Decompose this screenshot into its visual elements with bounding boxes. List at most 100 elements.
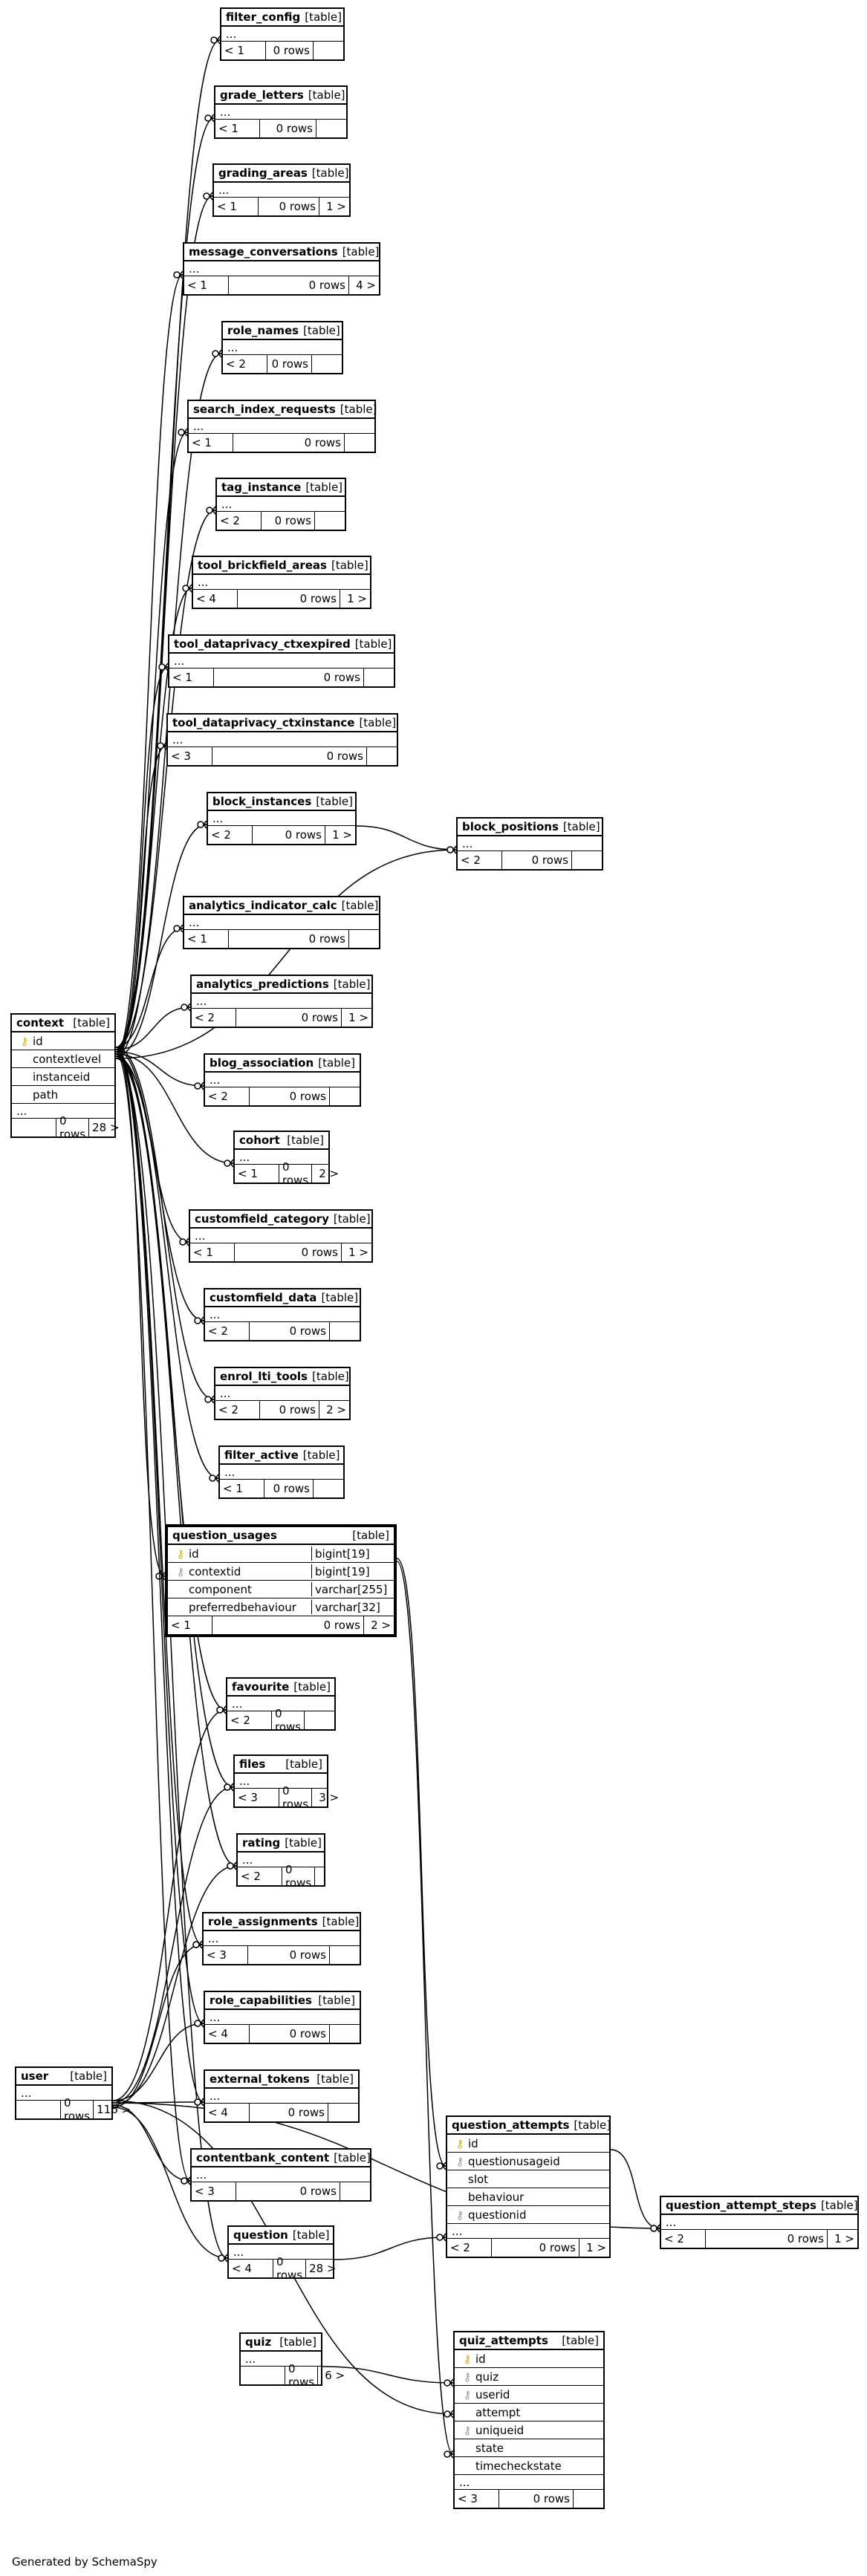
more-columns-ellipsis: ...: [238, 1853, 324, 1867]
crowfoot-many-icon: [230, 1783, 234, 1788]
more-columns-ellipsis: ...: [220, 1465, 343, 1480]
table-name: question: [233, 2228, 288, 2242]
crowfoot-many-icon: [200, 1082, 204, 1087]
table-tool-dataprivacy-ctxexpired[interactable]: tool_dataprivacy_ctxexpired[table]...< 1…: [168, 634, 395, 688]
crowfoot-many-icon: [224, 2257, 228, 2263]
parent-count: < 1: [221, 42, 266, 59]
edge-context-to-files: [115, 1056, 234, 1788]
child-count: 6 >: [325, 2369, 345, 2382]
crowfoot-optional-icon: [436, 2162, 444, 2170]
table-question-attempts[interactable]: question_attempts[table]⚷id⚷questionusag…: [446, 2115, 611, 2258]
row-count: 0 rows: [502, 851, 572, 869]
row-count: 0 rows: [212, 747, 367, 765]
table-type: [table]: [308, 88, 345, 102]
table-type: [table]: [333, 1212, 371, 1226]
crowfoot-many-icon: [449, 2450, 454, 2455]
crowfoot-many-icon: [163, 741, 167, 747]
parent-count: < 2: [227, 1711, 272, 1729]
more-columns-ellipsis: ...: [16, 2086, 111, 2101]
row-count: 0 rows: [253, 826, 325, 844]
column-row: ⚷questionusageid: [447, 2153, 609, 2170]
child-count: 28 >: [309, 2262, 337, 2275]
row-count: 0 rows: [61, 2096, 94, 2123]
edge-user-to-favourite: [112, 1709, 227, 2101]
crowfoot-many-icon: [200, 2019, 204, 2024]
crowfoot-optional-icon: [224, 1159, 231, 1167]
parent-count: < 3: [168, 747, 212, 765]
crowfoot-many-icon: [442, 2237, 447, 2242]
table-name: context: [16, 1016, 65, 1030]
edge-context-to-block_instances: [115, 824, 207, 1057]
crowfoot-many-icon: [200, 1085, 204, 1090]
crowfoot-many-icon: [210, 114, 215, 119]
table-header: cohort[table]: [235, 1132, 328, 1150]
table-type: [table]: [279, 2335, 316, 2349]
table-type: [table]: [562, 820, 600, 833]
child-count: [305, 1711, 334, 1729]
column-name: uniqueid: [475, 2423, 525, 2437]
row-count: 0 rows: [259, 198, 319, 215]
crowfoot-many-icon: [216, 39, 221, 45]
more-columns-ellipsis: ...: [184, 261, 379, 276]
table-header: customfield_data[table]: [205, 1289, 360, 1307]
crowfoot-optional-icon: [204, 114, 212, 122]
edge-context-to-tool_brickfield_areas: [115, 588, 192, 1050]
parent-count: < 2: [205, 1322, 250, 1340]
row-count: 0 rows: [282, 1863, 316, 1890]
row-count: 0 rows: [492, 2239, 579, 2257]
table-type: [table]: [312, 1370, 349, 1383]
table-header: message_conversations[table]: [184, 244, 379, 261]
column-type: bigint[19]: [311, 1546, 389, 1561]
table-name: files: [239, 1757, 266, 1771]
table-tool-dataprivacy-ctxinstance[interactable]: tool_dataprivacy_ctxinstance[table]...< …: [166, 713, 398, 767]
table-name: user: [21, 2069, 49, 2083]
table-header: analytics_predictions[table]: [192, 976, 371, 994]
column-row: ⚷uniqueid: [455, 2421, 603, 2439]
edge-user-to-contentbank_content: [112, 2104, 191, 2182]
parent-count: < 4: [205, 2104, 250, 2121]
table-header: enrol_lti_tools[table]: [215, 1368, 349, 1386]
foreign-key-icon: ⚷: [463, 2387, 472, 2401]
crowfoot-many-icon: [186, 1006, 191, 1012]
primary-key-icon: ⚷: [176, 1546, 185, 1561]
row-count: 0 rows: [272, 1707, 305, 1734]
edge-context-to-message_conversations: [115, 274, 184, 1055]
